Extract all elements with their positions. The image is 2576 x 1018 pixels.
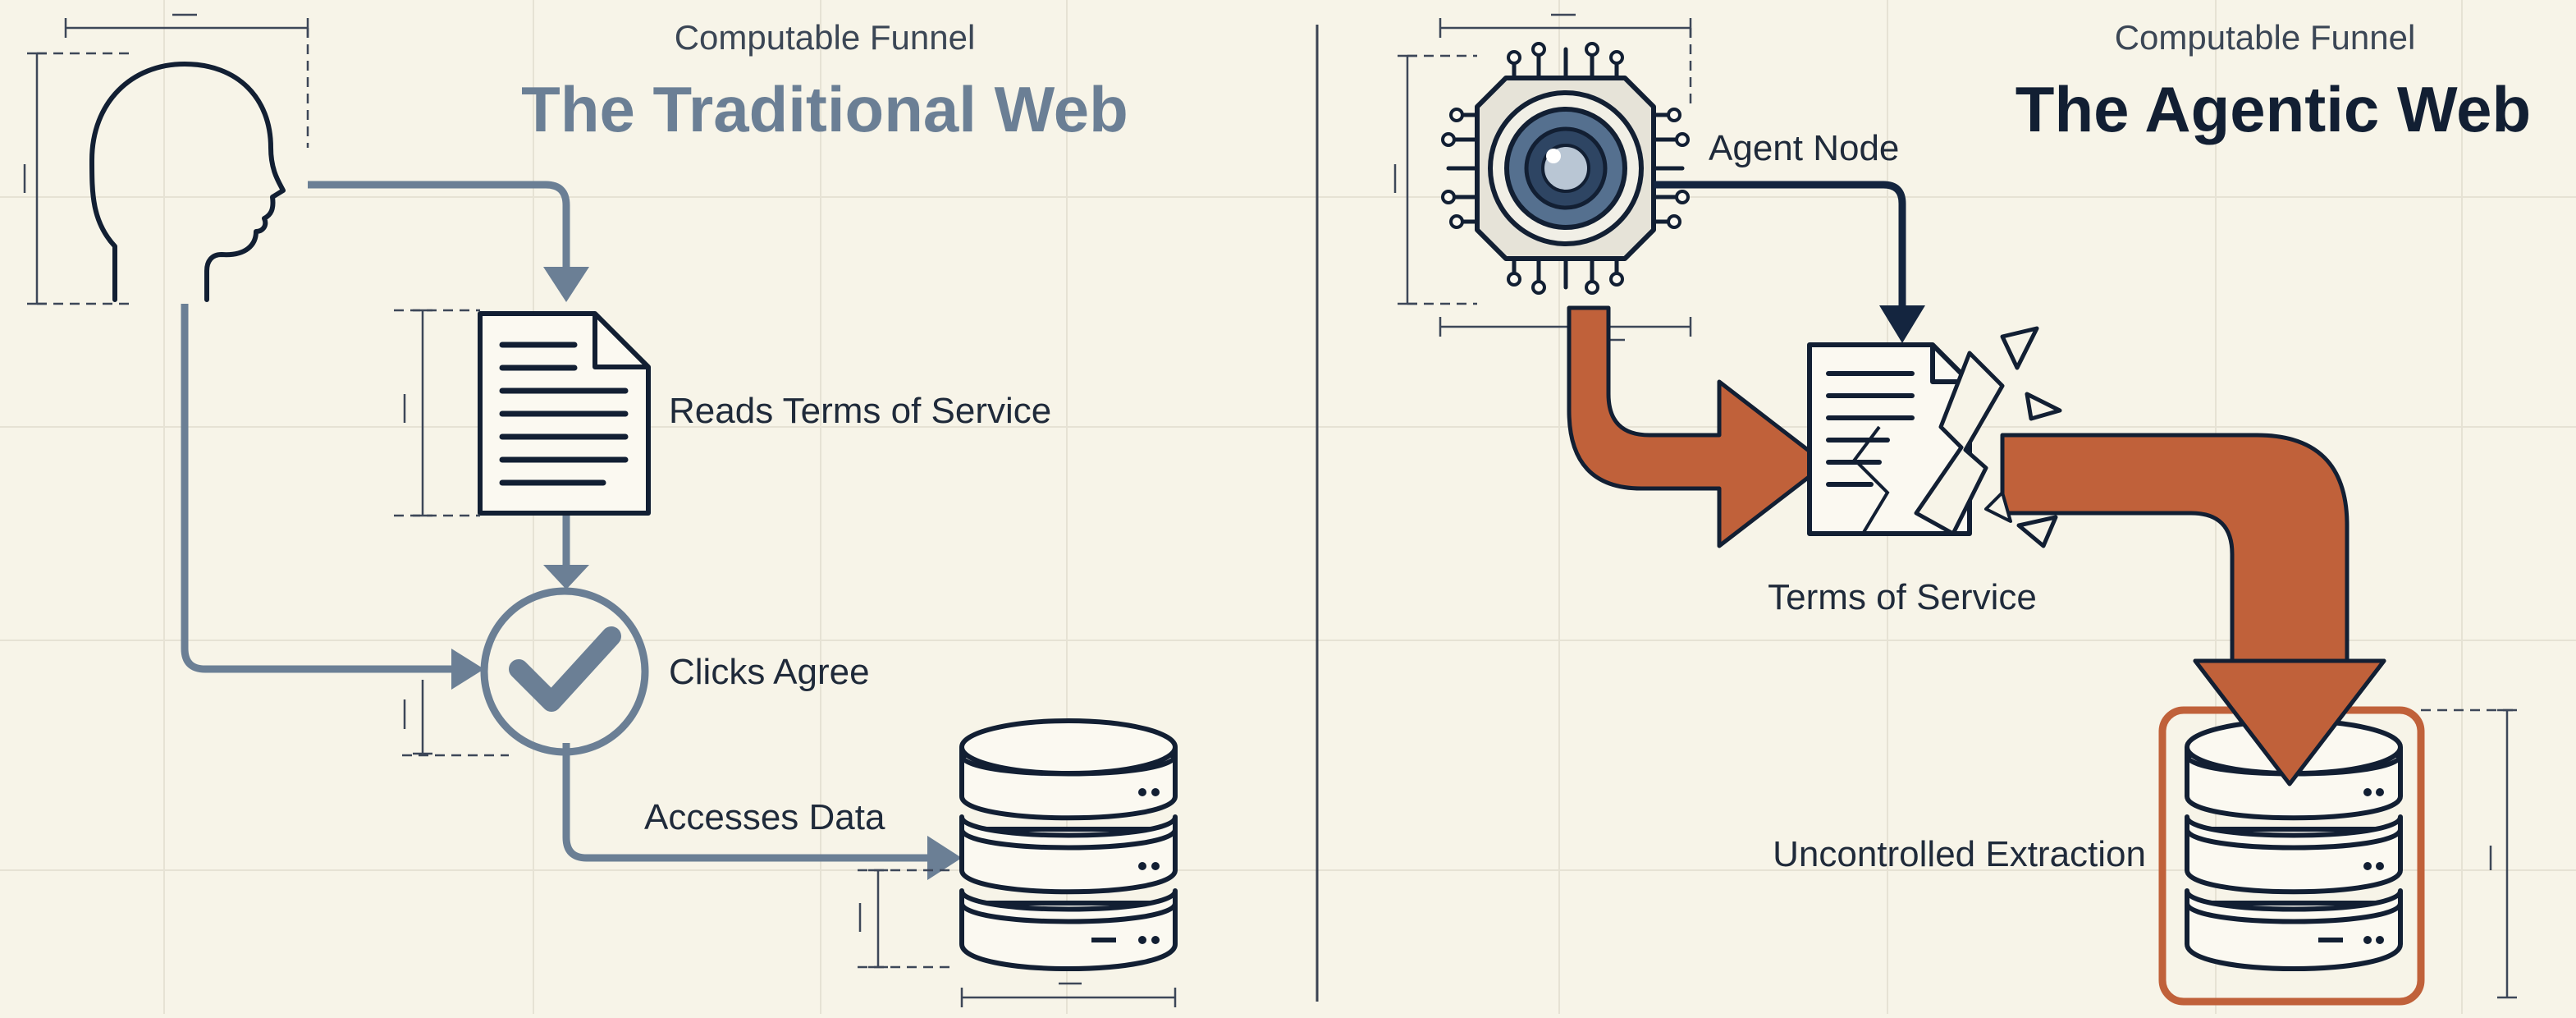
agentic-web-panel: Computable Funnel The Agentic Web (1393, 13, 2531, 1006)
agent-chip-icon (1441, 42, 1690, 295)
left-title: The Traditional Web (521, 73, 1128, 145)
right-subtitle: Computable Funnel (2115, 18, 2416, 57)
agent-flow-line (1654, 181, 1925, 343)
accesses-data-label: Accesses Data (644, 797, 885, 837)
document-icon (478, 311, 651, 516)
agent-dimension-marks (1393, 13, 1692, 342)
tos-label: Terms of Service (1768, 577, 2037, 617)
extraction-dimension-marks (2421, 708, 2519, 999)
document-dimension-marks (394, 309, 480, 517)
checkmark-circle-icon (480, 587, 649, 756)
uncontrolled-extraction-label: Uncontrolled Extraction (1773, 834, 2146, 874)
left-subtitle: Computable Funnel (675, 18, 976, 57)
traditional-flow-arrowheads (451, 267, 962, 880)
traditional-flow-lines (181, 181, 936, 862)
clicks-agree-label: Clicks Agree (669, 652, 870, 692)
person-head-icon (89, 62, 286, 302)
database-icon (2185, 718, 2403, 971)
right-title: The Agentic Web (2016, 73, 2531, 145)
checkmark-dimension-marks (402, 680, 509, 757)
head-dimension-marks (23, 13, 309, 305)
agent-node-label: Agent Node (1709, 128, 1899, 168)
broken-document-icon (1807, 326, 2062, 548)
reads-tos-label: Reads Terms of Service (669, 391, 1051, 431)
traditional-web-panel: Computable Funnel The Traditional Web (23, 13, 1178, 1007)
database-dimension-marks (858, 869, 1177, 1007)
database-icon (959, 718, 1178, 971)
extraction-arrowhead (2193, 658, 2386, 786)
